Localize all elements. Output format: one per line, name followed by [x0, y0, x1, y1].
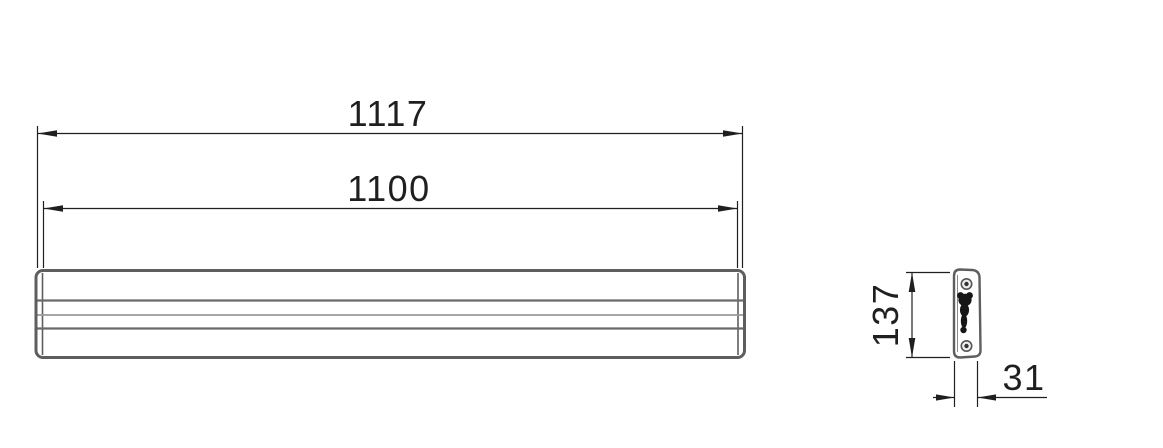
dimension-depth: 31	[933, 357, 1047, 407]
side-view	[952, 268, 982, 359]
arrowhead-left-icon	[936, 394, 955, 401]
arrowhead-left-icon	[43, 205, 63, 212]
screw-hole-bottom-center	[964, 343, 969, 349]
arrowhead-right-icon	[723, 130, 743, 137]
dimension-label-depth: 31	[1002, 357, 1045, 398]
screw-hole-top-center	[964, 281, 969, 287]
dimension-overall-length: 1117	[36, 93, 744, 268]
arrowhead-right-icon	[977, 394, 996, 401]
connector-silhouette	[957, 292, 973, 334]
dimension-label-height: 137	[865, 283, 906, 348]
dimension-body-length: 1100	[42, 168, 739, 268]
dimension-height: 137	[865, 271, 950, 359]
arrowhead-left-icon	[37, 130, 57, 137]
arrowhead-bottom-icon	[908, 338, 916, 358]
arrowhead-top-icon	[908, 272, 916, 292]
dimension-label-overall-length: 1117	[348, 93, 429, 134]
arrowhead-right-icon	[718, 205, 738, 212]
dimension-label-body-length: 1100	[347, 168, 430, 209]
front-view	[34, 269, 746, 359]
fixture-body-outline	[34, 269, 746, 359]
